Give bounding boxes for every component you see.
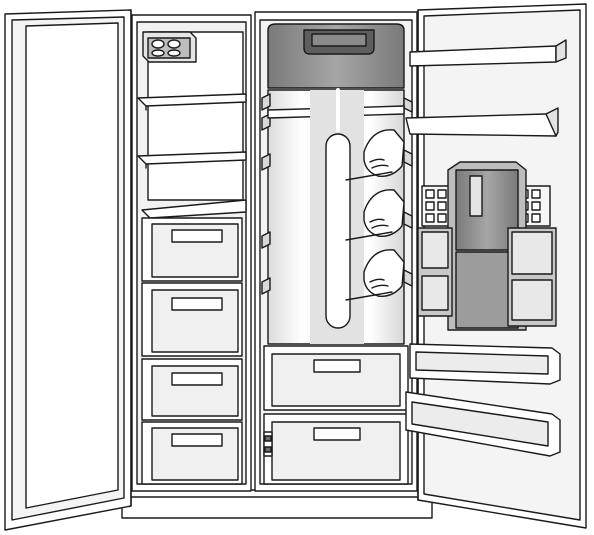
- freezer-door: [5, 10, 131, 530]
- door-bin: [418, 228, 452, 316]
- door-bin: [508, 228, 556, 326]
- freezer-drawer: [142, 422, 242, 484]
- crisper-drawer: [264, 346, 408, 410]
- freezer-drawer: [142, 359, 242, 420]
- door-shelf: [410, 344, 560, 384]
- cabinet-base: [122, 490, 432, 518]
- crisper-drawer: [264, 414, 408, 484]
- light-column: [310, 90, 364, 344]
- ice-tray: [143, 32, 196, 62]
- control-housing: [268, 24, 404, 88]
- freezer-drawer: [142, 218, 242, 281]
- freezer-drawer: [142, 283, 242, 356]
- crisper-humidity-control: [264, 432, 272, 456]
